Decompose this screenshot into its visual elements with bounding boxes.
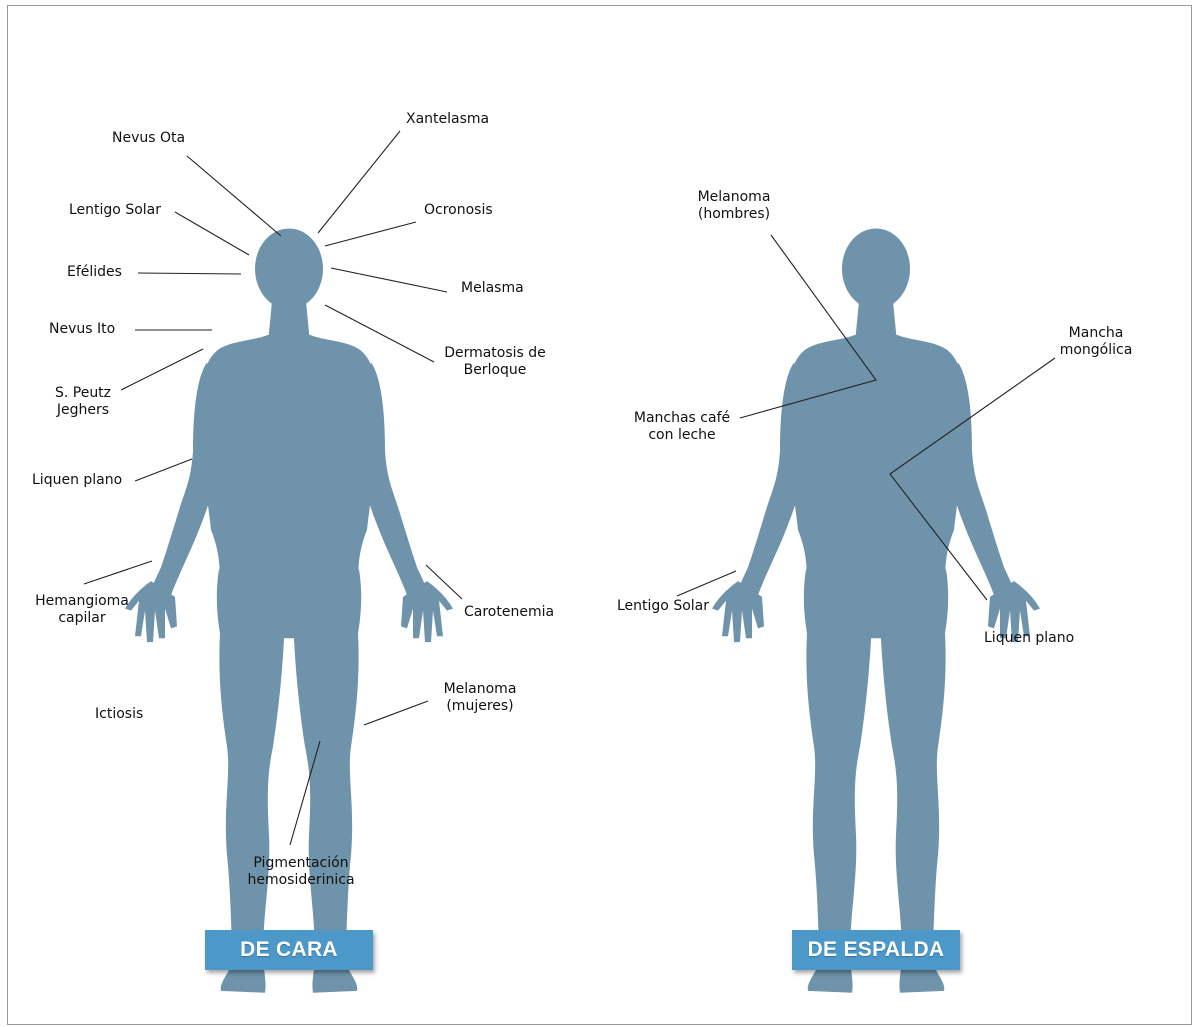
label-dermatosis: Dermatosis de Berloque: [436, 345, 554, 379]
line-lentigo-solar: [175, 212, 249, 255]
label-melasma: Melasma: [461, 280, 524, 297]
label-mancha-mongolica: Mancha mongólica: [1048, 325, 1144, 359]
label-lentigo-solar: Lentigo Solar: [69, 202, 161, 219]
label-hemangioma-line1: Hemangioma: [27, 593, 137, 610]
label-melanoma-mujeres-line1: Melanoma: [424, 681, 536, 698]
label-liquen-plano-back: Liquen plano: [984, 630, 1074, 647]
label-lentigo-solar-back: Lentigo Solar: [617, 598, 709, 615]
label-melanoma-mujeres: Melanoma (mujeres): [424, 681, 536, 715]
line-melanoma-mujeres: [364, 701, 428, 725]
line-peutz: [121, 349, 203, 390]
back-view-button[interactable]: DE ESPALDA: [792, 930, 960, 970]
label-dermatosis-line1: Dermatosis de: [436, 345, 554, 362]
label-melanoma-hombres: Melanoma (hombres): [681, 189, 787, 223]
line-nevus-ota: [187, 156, 281, 236]
label-pigmentacion-line2: hemosiderinica: [228, 872, 374, 889]
line-hemangioma: [84, 561, 152, 584]
line-xantelasma: [318, 131, 400, 233]
label-cafe-line2: con leche: [620, 427, 744, 444]
label-pigmentacion: Pigmentación hemosiderinica: [228, 855, 374, 889]
label-nevus-ito: Nevus Ito: [49, 321, 115, 338]
line-melasma: [331, 268, 447, 292]
label-nevus-ota: Nevus Ota: [112, 130, 185, 147]
line-ocronosis: [325, 222, 416, 246]
label-xantelasma: Xantelasma: [406, 111, 489, 128]
label-mancha-line2: mongólica: [1048, 342, 1144, 359]
back-body-figure: [712, 228, 1040, 992]
label-carotenemia: Carotenemia: [464, 604, 554, 621]
label-ictiosis: Ictiosis: [95, 706, 143, 723]
label-peutz-line2: Jeghers: [45, 402, 121, 419]
label-pigmentacion-line1: Pigmentación: [228, 855, 374, 872]
label-liquen-plano: Liquen plano: [32, 472, 122, 489]
label-hemangioma-line2: capilar: [27, 610, 137, 627]
label-peutz-jeghers: S. Peutz Jeghers: [45, 385, 121, 419]
label-peutz-line1: S. Peutz: [45, 385, 121, 402]
label-cafe-line1: Manchas café: [620, 410, 744, 427]
front-view-button[interactable]: DE CARA: [205, 930, 373, 970]
label-hemangioma: Hemangioma capilar: [27, 593, 137, 627]
label-efelides: Efélides: [67, 264, 122, 281]
label-ocronosis: Ocronosis: [424, 202, 493, 219]
label-manchas-cafe: Manchas café con leche: [620, 410, 744, 444]
line-liquen-plano: [135, 459, 192, 481]
line-efelides: [138, 273, 241, 274]
label-melanoma-hombres-line1: Melanoma: [681, 189, 787, 206]
label-melanoma-hombres-line2: (hombres): [681, 206, 787, 223]
label-melanoma-mujeres-line2: (mujeres): [424, 698, 536, 715]
label-mancha-line1: Mancha: [1048, 325, 1144, 342]
label-dermatosis-line2: Berloque: [436, 362, 554, 379]
